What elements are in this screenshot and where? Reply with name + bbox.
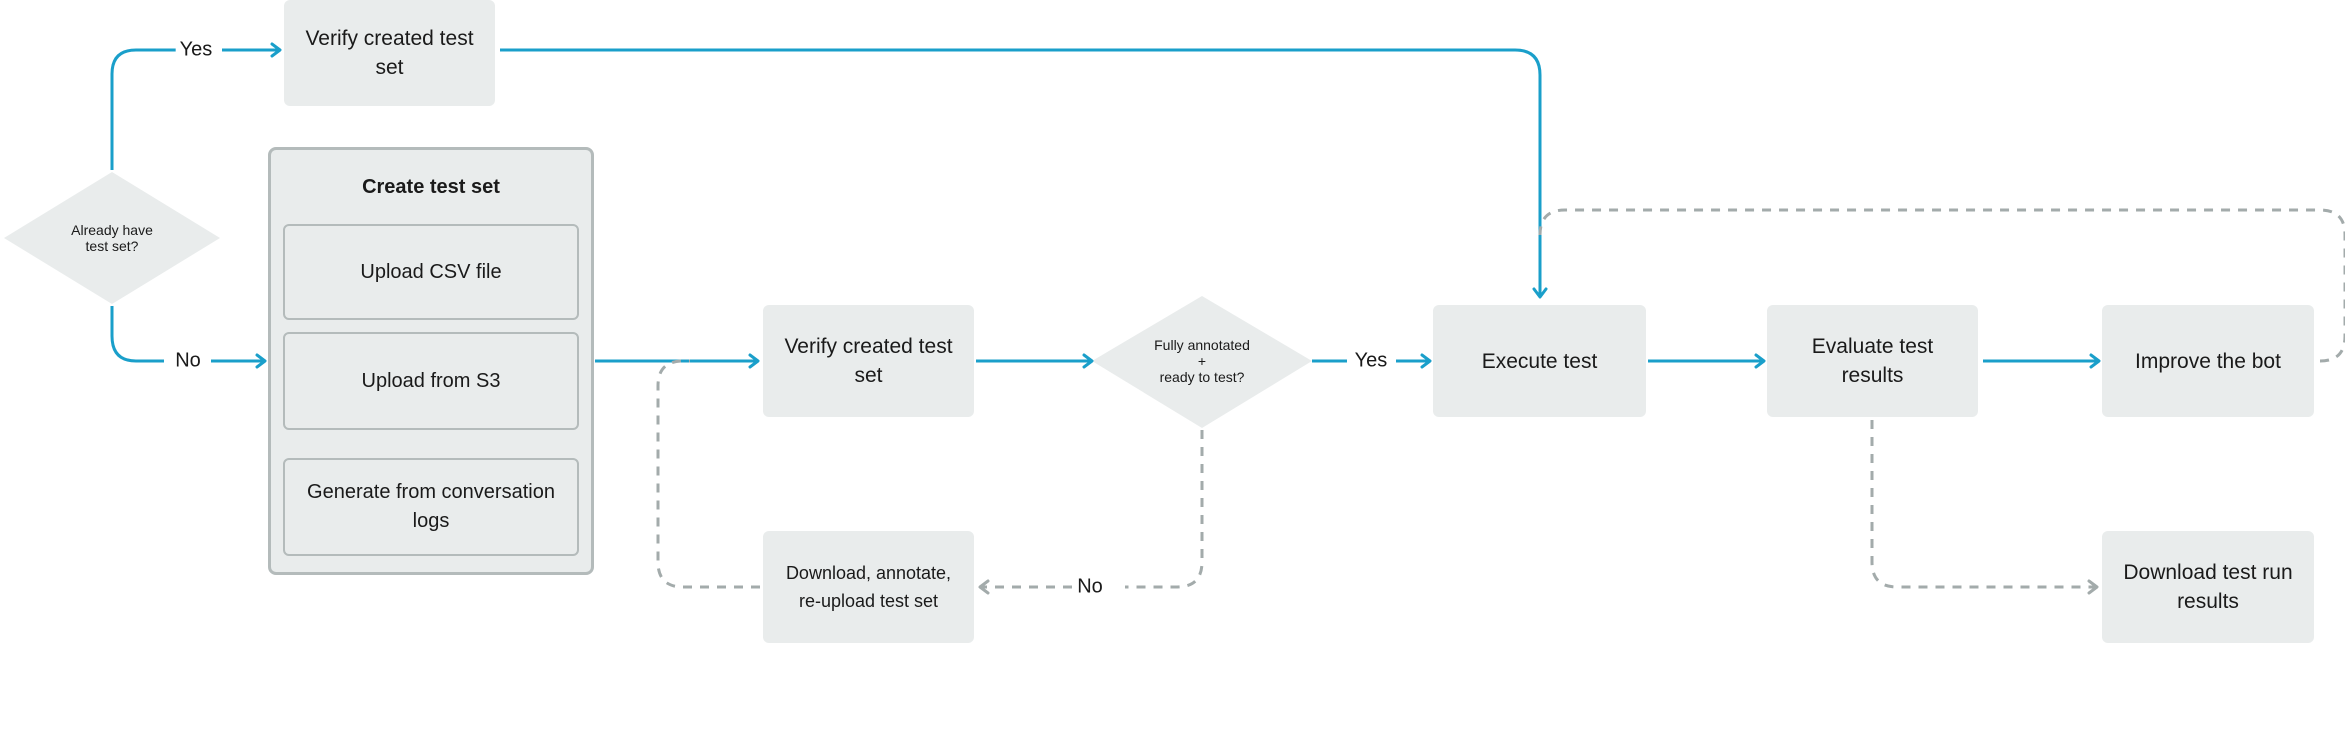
edge-label-no-left: No (171, 349, 205, 373)
edge-label-no-bottom: No (1073, 575, 1107, 599)
decision-diamond-have-set (4, 172, 220, 304)
edge-label-yes-top: Yes (175, 38, 217, 62)
create-test-set-title: Create test set (362, 176, 500, 198)
upload-csv-option[interactable]: Upload CSV file (283, 224, 579, 320)
create-test-set-group: Create test set Upload CSV file Upload f… (268, 147, 594, 575)
edge-reupload-to-verify-mid (656, 359, 760, 589)
edge-decision-no-to-download-annotate (980, 430, 1204, 587)
edge-verify-top-to-execute (500, 48, 1548, 299)
evaluate-test-results[interactable]: Evaluate test results (1767, 305, 1978, 417)
edge-no-to-create (110, 306, 265, 361)
verify-created-test-set-top[interactable]: Verify created test set (284, 0, 495, 106)
edge-yes-to-verify-top (110, 50, 280, 170)
generate-from-logs-option[interactable]: Generate from conversation logs (283, 458, 579, 556)
execute-test[interactable]: Execute test (1433, 305, 1646, 417)
edge-label-yes-right: Yes (1350, 349, 1392, 373)
download-annotate-reupload[interactable]: Download, annotate, re-upload test set (763, 531, 974, 643)
edge-improve-loop-to-execute (1538, 208, 2345, 363)
edge-evaluate-to-download-results (1870, 420, 2099, 595)
verify-created-test-set-mid[interactable]: Verify created test set (763, 305, 974, 417)
decision-diamond-annotated (1092, 296, 1312, 428)
upload-s3-option[interactable]: Upload from S3 (283, 332, 579, 430)
decision-have-set-label: Already have test set? (71, 222, 153, 254)
download-test-run-results[interactable]: Download test run results (2102, 531, 2314, 643)
improve-the-bot[interactable]: Improve the bot (2102, 305, 2314, 417)
decision-annotated-label: Fully annotated + ready to test? (1154, 337, 1250, 385)
